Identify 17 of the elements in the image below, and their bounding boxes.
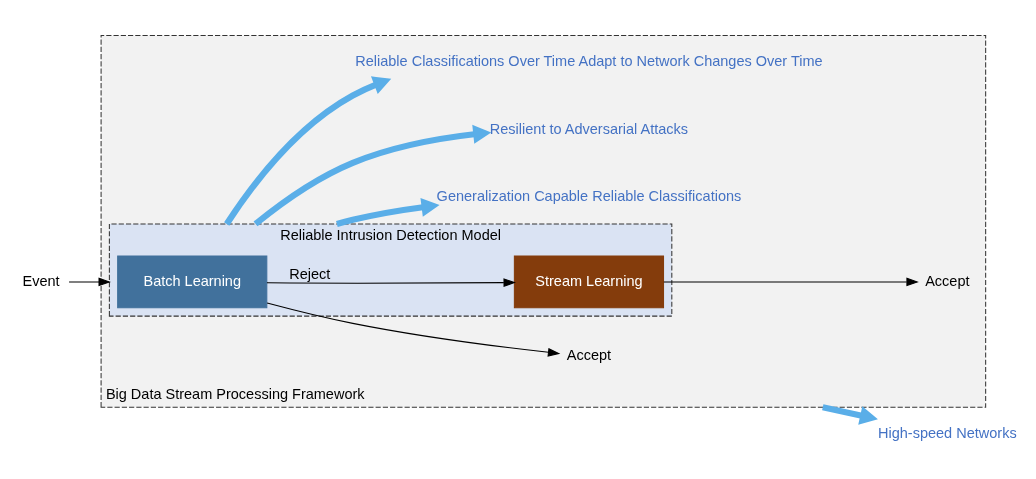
arrow bbox=[266, 302, 561, 357]
node-box: Stream Learning bbox=[513, 255, 665, 308]
node-box: Batch Learning bbox=[117, 255, 268, 308]
node-text: Accept bbox=[925, 272, 970, 289]
arrow bbox=[266, 277, 516, 287]
arrow bbox=[663, 277, 919, 286]
node-text: Generalization Capable Reliable Classifications bbox=[436, 187, 742, 204]
arrow bbox=[68, 277, 111, 286]
arrow bbox=[822, 403, 878, 425]
node-text: Reliable Classifications Over Time Adapt to Network Changes Over Time bbox=[355, 52, 823, 69]
node-text: Resilient to Adversarial Attacks bbox=[489, 120, 689, 137]
node-text: Event bbox=[22, 272, 60, 289]
arrow bbox=[336, 197, 440, 227]
node-text: Accept bbox=[566, 346, 612, 363]
arrow bbox=[224, 75, 392, 226]
node-text: High-speed Networks bbox=[878, 424, 1017, 441]
edge-label: Reject bbox=[289, 265, 331, 282]
